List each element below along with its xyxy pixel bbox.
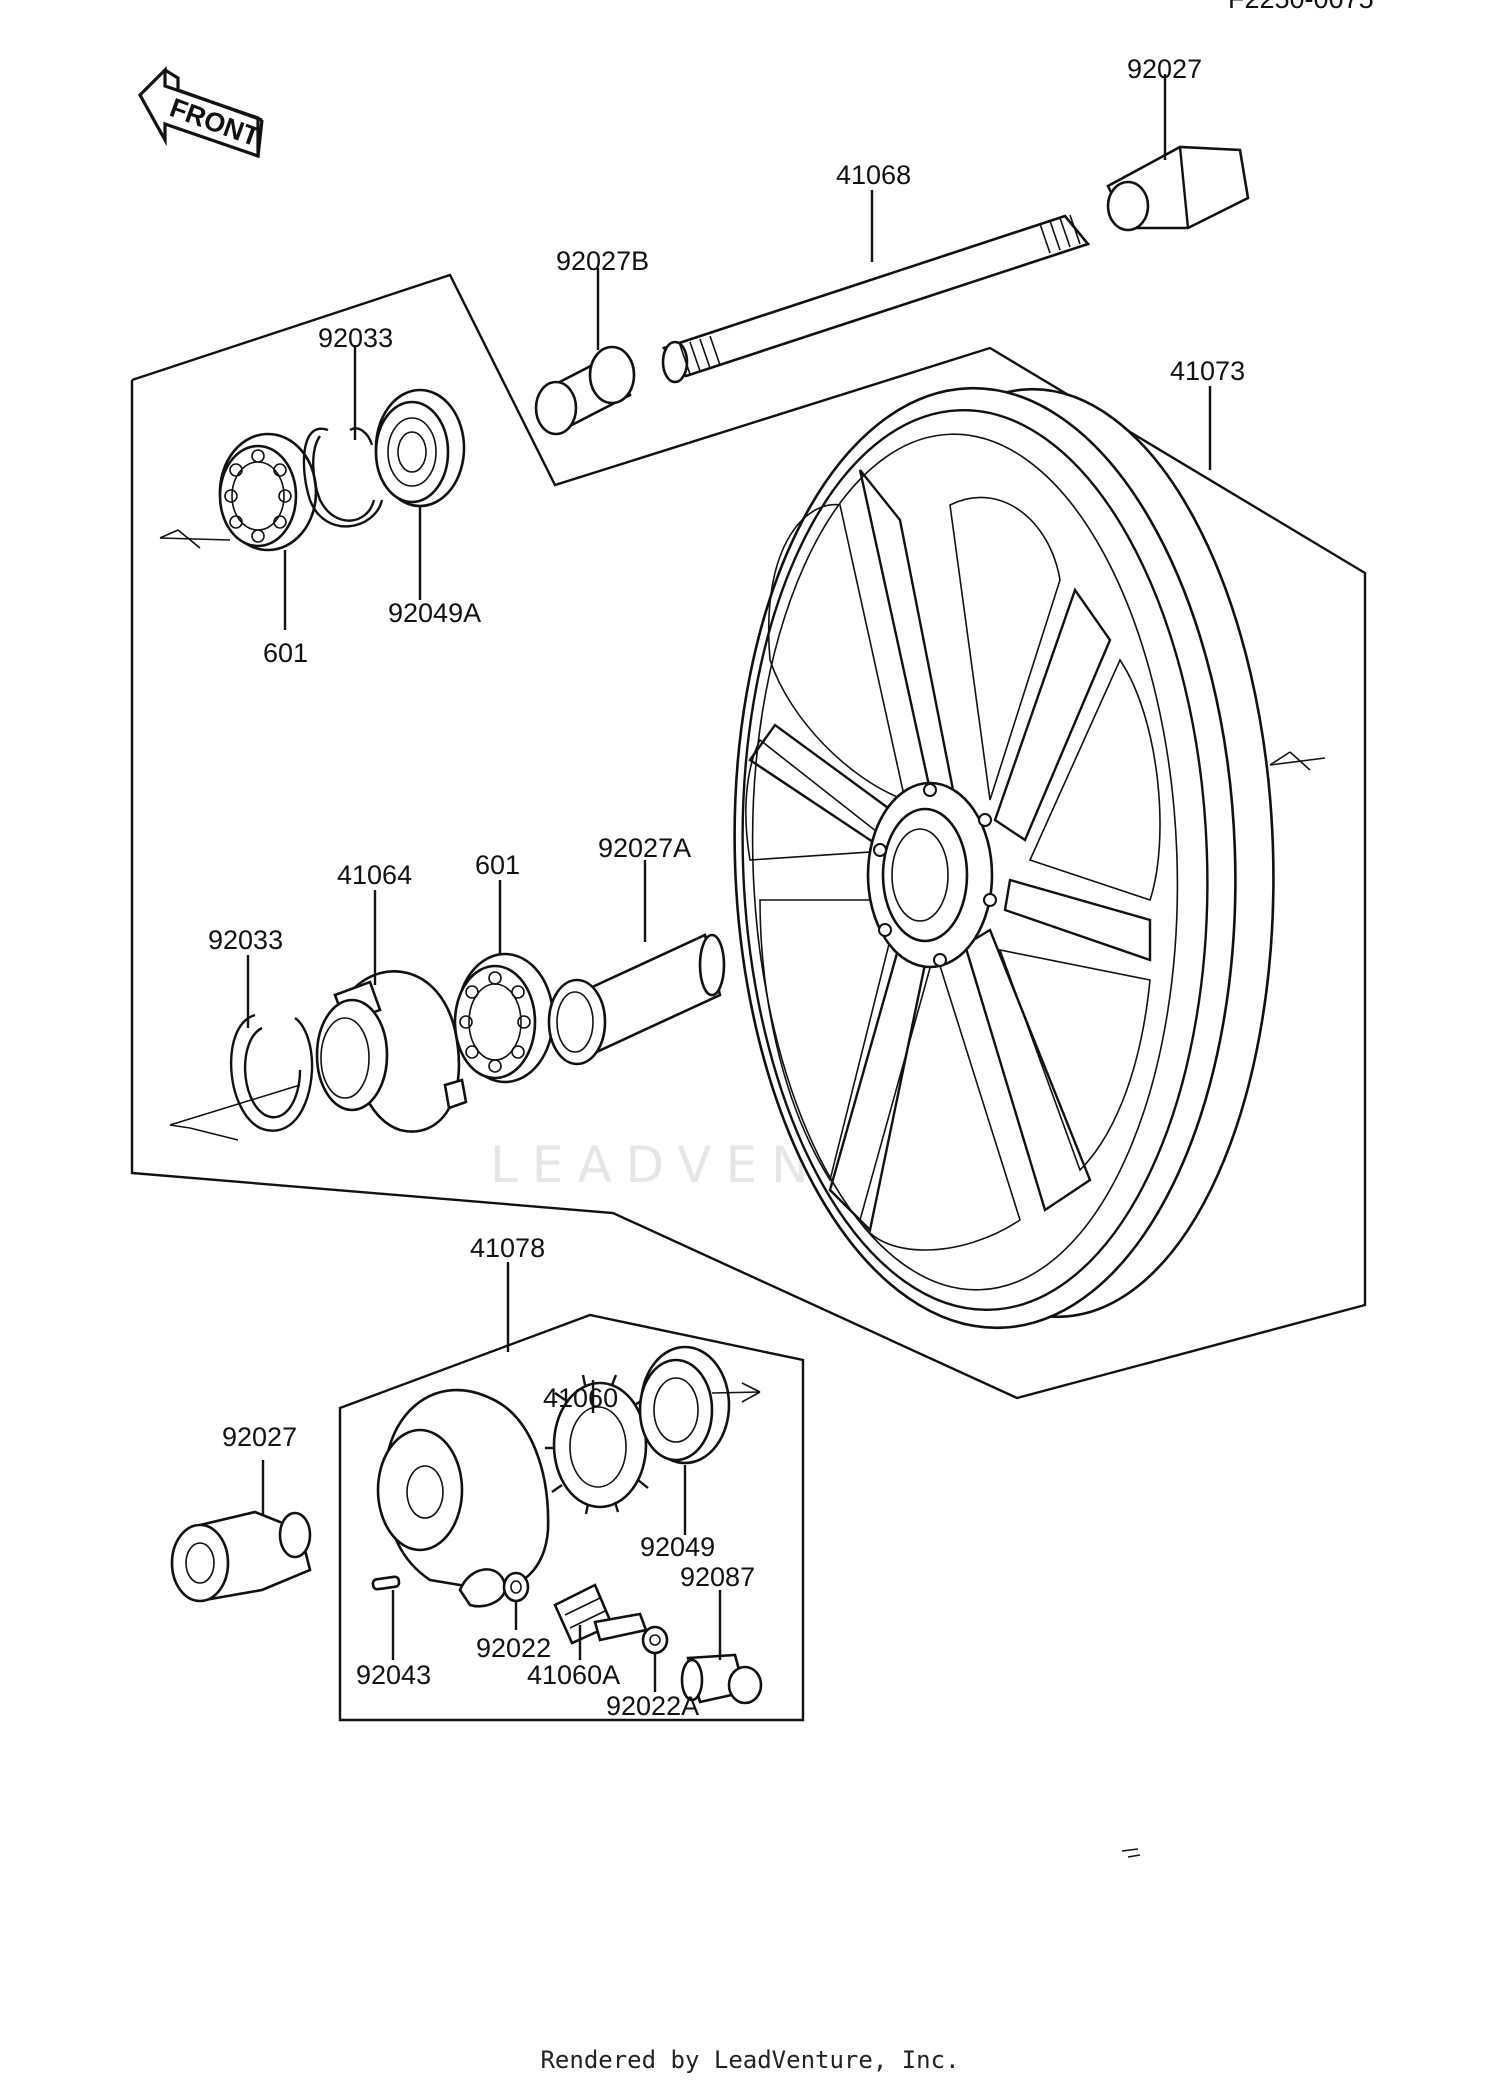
wheel-41073 bbox=[733, 386, 1275, 1330]
washer-92022A bbox=[641, 1625, 669, 1655]
upper-outline bbox=[130, 273, 1367, 1400]
label-92033-top: 92033 bbox=[318, 323, 393, 353]
label-601-top: 601 bbox=[263, 638, 308, 668]
label-92049: 92049 bbox=[640, 1532, 715, 1562]
label-92043: 92043 bbox=[356, 1660, 431, 1690]
circlip-92033-top bbox=[302, 427, 384, 528]
bearing-601-mid bbox=[453, 952, 555, 1084]
speedometer-plate-41064 bbox=[315, 970, 468, 1133]
axle-nut-92027-bottom bbox=[170, 1510, 312, 1603]
axle-41068 bbox=[661, 214, 1091, 384]
direction-arrow-lower-icon bbox=[711, 1382, 761, 1403]
gear-41060 bbox=[545, 1374, 656, 1515]
label-41060: 41060 bbox=[543, 1383, 618, 1413]
label-92022A: 92022A bbox=[606, 1691, 699, 1721]
washer-92022 bbox=[502, 1571, 530, 1603]
oil-seal-92049A bbox=[374, 388, 466, 508]
leader-lines bbox=[246, 74, 1212, 1692]
label-92027-bottom: 92027 bbox=[222, 1422, 297, 1452]
label-92027B: 92027B bbox=[556, 246, 649, 276]
label-41073: 41073 bbox=[1170, 356, 1245, 386]
oil-seal-92049 bbox=[638, 1345, 731, 1465]
label-601-mid: 601 bbox=[475, 850, 520, 880]
axle-nut-92027 bbox=[1106, 145, 1250, 232]
lower-outline bbox=[338, 1313, 805, 1722]
direction-arrow-left-icon bbox=[159, 529, 301, 1141]
label-41078: 41078 bbox=[470, 1233, 545, 1263]
label-92027-top: 92027 bbox=[1127, 54, 1202, 84]
direction-arrow-right-icon bbox=[1269, 751, 1326, 771]
label-92033-mid: 92033 bbox=[208, 925, 283, 955]
label-41060A: 41060A bbox=[527, 1660, 620, 1690]
pin-92043 bbox=[371, 1575, 401, 1591]
collar-92027A bbox=[547, 933, 726, 1066]
pinion-41060A bbox=[553, 1583, 648, 1645]
label-92087: 92087 bbox=[680, 1562, 755, 1592]
front-arrow-icon: FRONT bbox=[138, 66, 264, 159]
front-label: FRONT bbox=[166, 92, 264, 152]
header-code: F2250-0075 bbox=[1228, 0, 1374, 14]
label-92049A: 92049A bbox=[388, 598, 481, 628]
collar-92027B bbox=[534, 345, 636, 436]
footer-credit: Rendered by LeadVenture, Inc. bbox=[540, 2046, 960, 2074]
bearing-601-top bbox=[218, 432, 318, 552]
bushing-92087 bbox=[680, 1653, 763, 1705]
label-92027A: 92027A bbox=[598, 833, 691, 863]
stray-mark bbox=[1121, 1848, 1141, 1858]
label-41068: 41068 bbox=[836, 160, 911, 190]
circlip-92033-mid bbox=[229, 1013, 314, 1132]
label-92022: 92022 bbox=[476, 1633, 551, 1663]
label-41064: 41064 bbox=[337, 860, 412, 890]
